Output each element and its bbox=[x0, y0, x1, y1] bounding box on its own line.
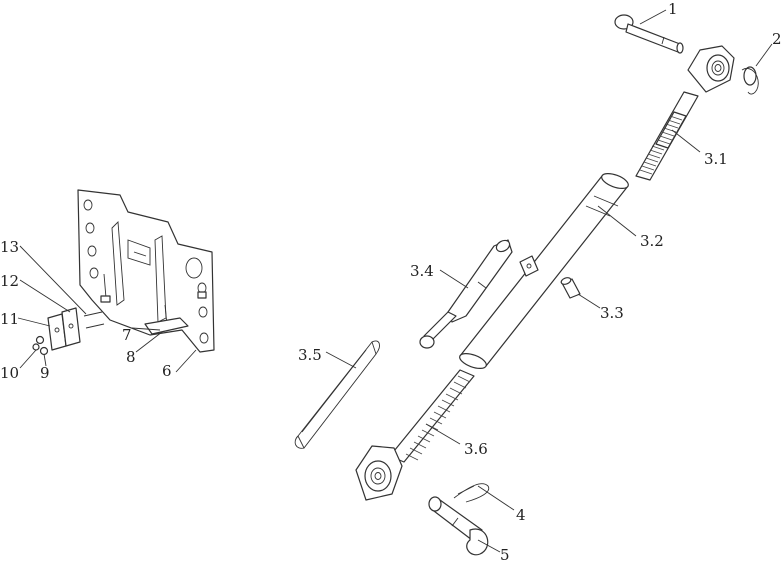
callout-3-4: 3.4 bbox=[410, 262, 434, 280]
center-tube bbox=[459, 173, 629, 369]
callout-4: 4 bbox=[516, 506, 526, 524]
lower-threaded-rod bbox=[389, 369, 475, 463]
spacer-block-back bbox=[61, 307, 81, 347]
clamp-block bbox=[32, 307, 105, 356]
callout-13: 13 bbox=[0, 238, 19, 256]
adjusting-handle bbox=[419, 239, 513, 349]
top-ball-joint bbox=[687, 45, 735, 93]
callout-2: 2 bbox=[772, 30, 782, 48]
callout-11: 11 bbox=[0, 310, 19, 328]
callout-3-5: 3.5 bbox=[298, 346, 322, 364]
callout-3-6: 3.6 bbox=[464, 440, 488, 458]
callout-10: 10 bbox=[0, 364, 19, 382]
linch-pin-top bbox=[741, 66, 759, 95]
callout-9: 9 bbox=[40, 364, 50, 382]
mounting-plate-assembly bbox=[77, 189, 215, 353]
linch-pin-bottom bbox=[453, 483, 490, 503]
lower-ball-joint bbox=[355, 445, 403, 501]
callout-3-3: 3.3 bbox=[600, 304, 624, 322]
upper-threaded-rod bbox=[635, 91, 699, 181]
callout-3-2: 3.2 bbox=[640, 232, 664, 250]
callout-8: 8 bbox=[126, 348, 136, 366]
callout-12: 12 bbox=[0, 272, 19, 290]
top-pin bbox=[614, 14, 684, 54]
leader-lines bbox=[17, 9, 773, 553]
callout-7: 7 bbox=[122, 326, 132, 344]
mounting-plate bbox=[77, 189, 215, 353]
callout-3-1: 3.1 bbox=[704, 150, 728, 168]
callout-5: 5 bbox=[500, 546, 510, 561]
callout-1: 1 bbox=[668, 0, 678, 18]
spring-clip bbox=[294, 340, 380, 449]
lower-pin bbox=[428, 496, 489, 556]
small-pin bbox=[560, 277, 581, 299]
callout-6: 6 bbox=[162, 362, 172, 380]
